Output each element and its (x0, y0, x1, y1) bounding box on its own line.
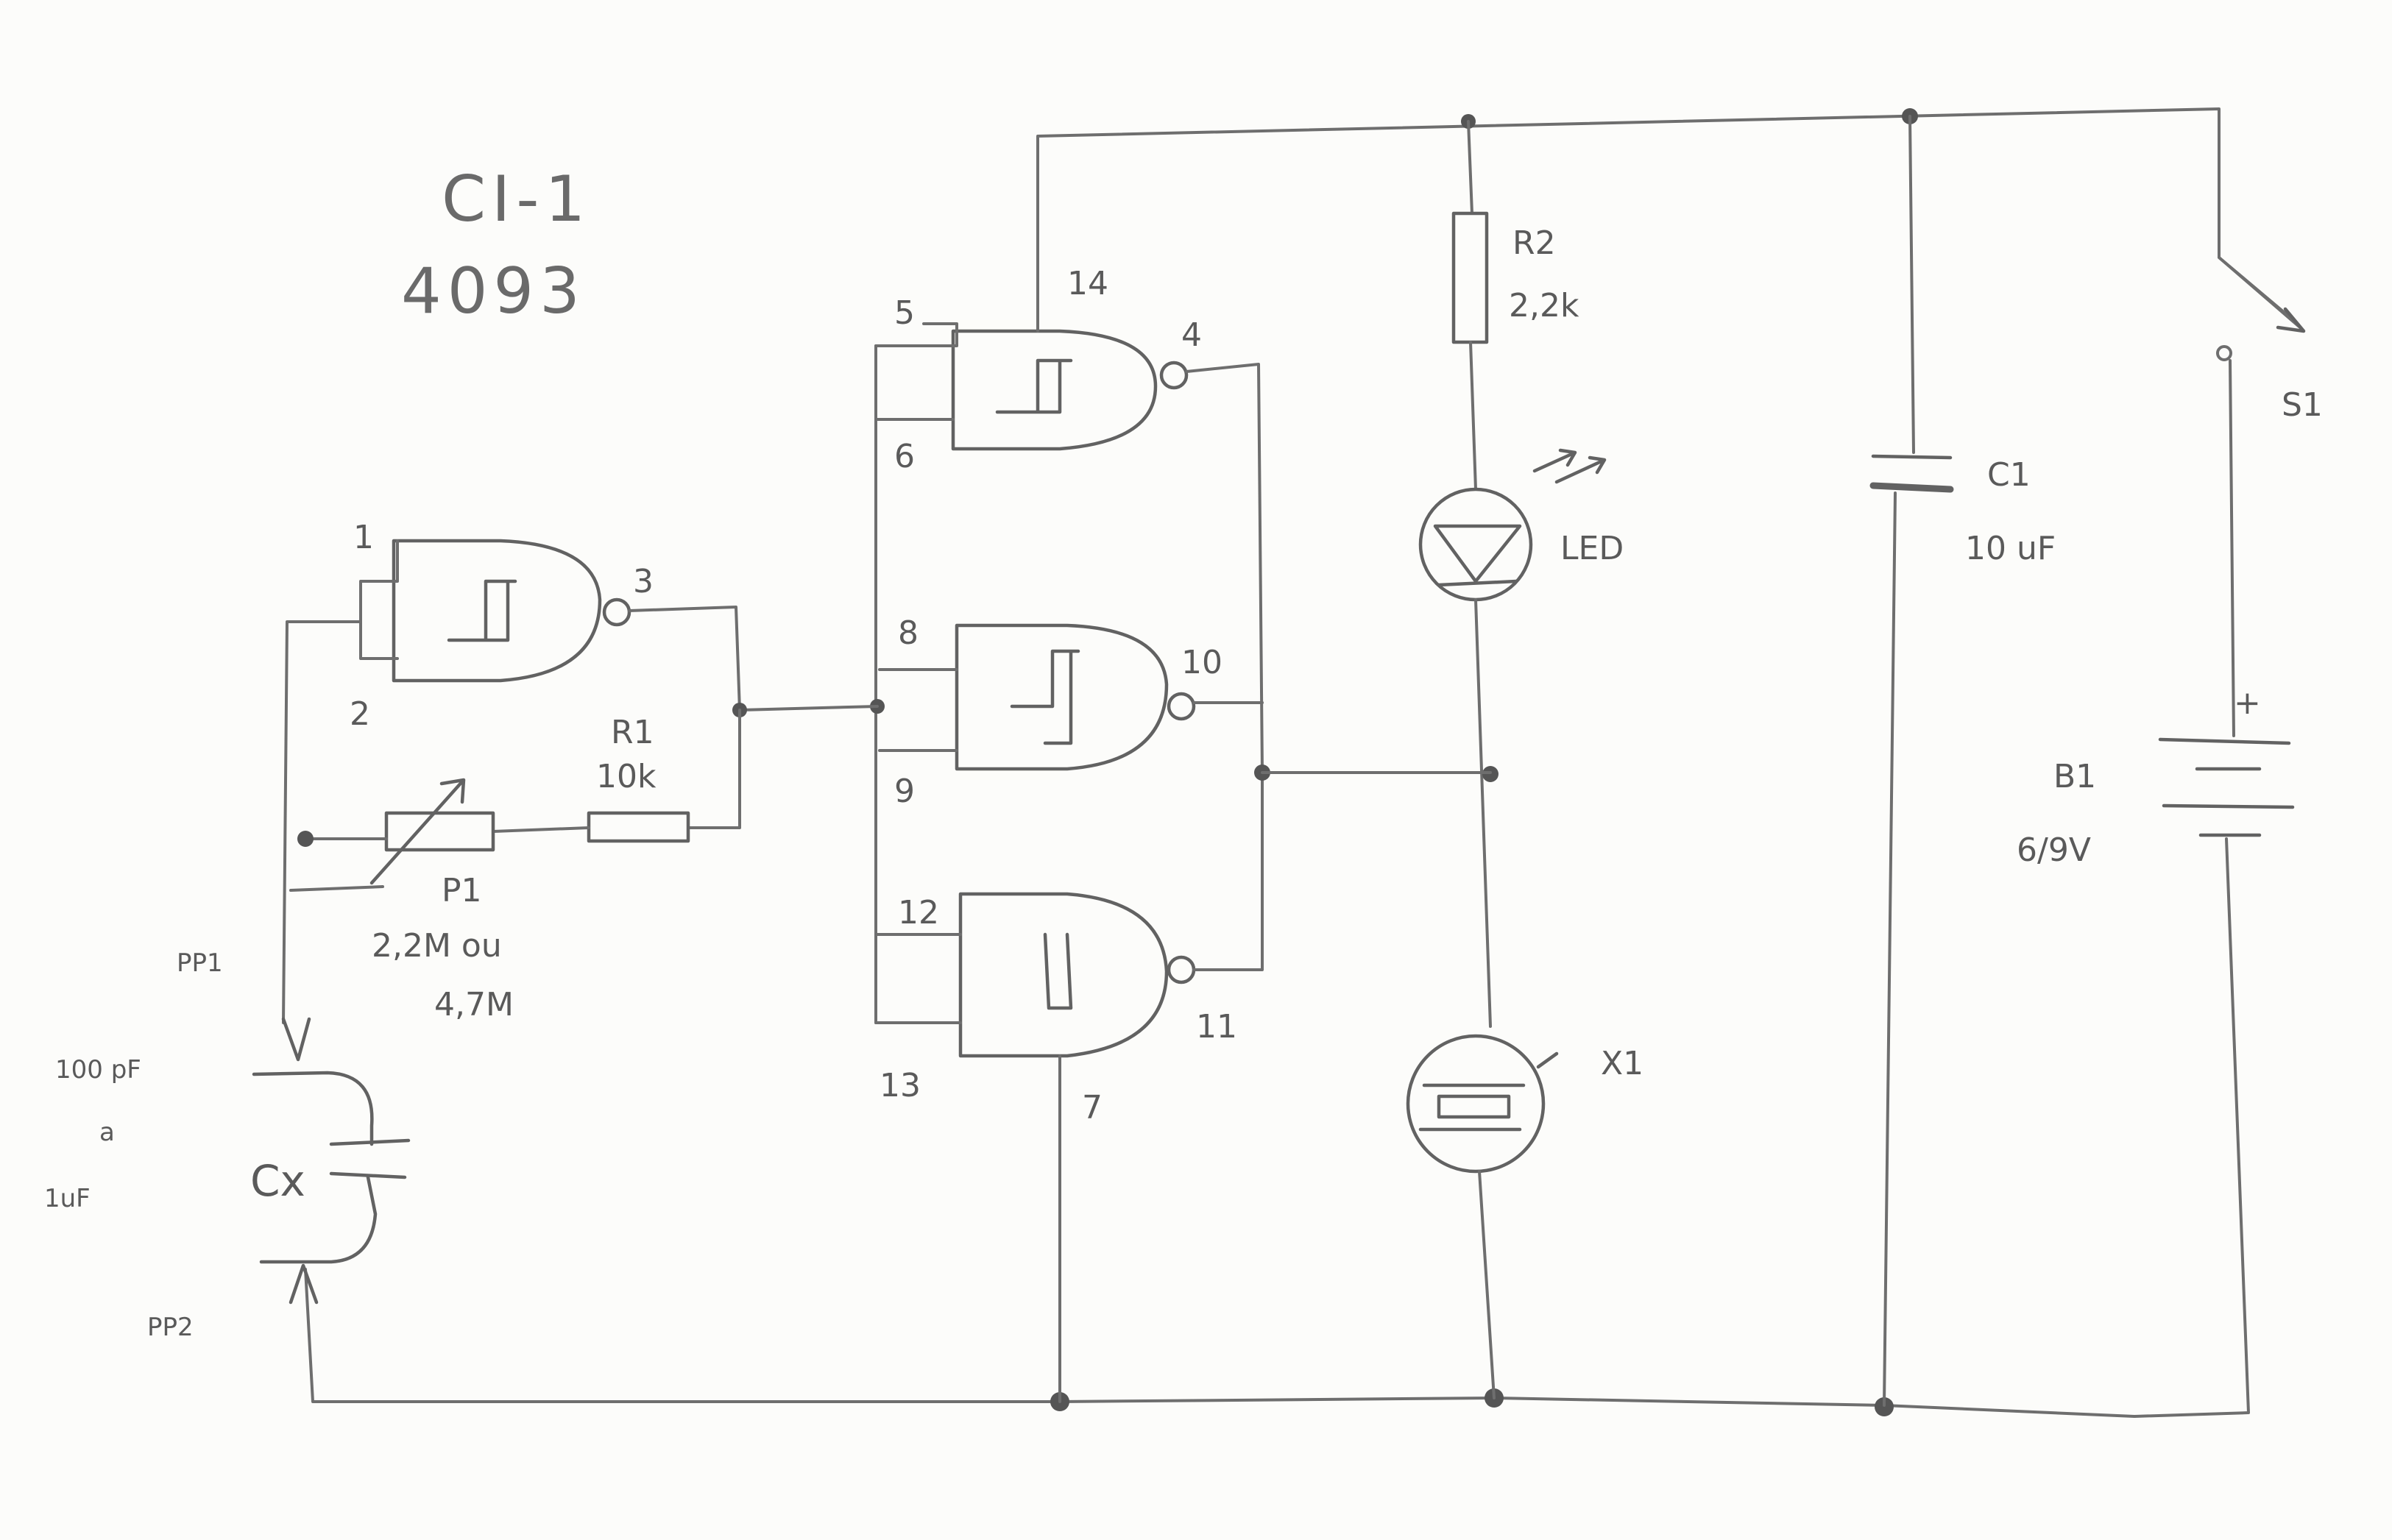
gate-11-body (958, 892, 1169, 1058)
pin-9-label: 9 (894, 773, 915, 810)
pin-2-label: 2 (350, 695, 370, 733)
led-label: LED (1560, 530, 1624, 567)
c1-value: 10 uF (1965, 530, 2056, 567)
pin-3-label: 3 (633, 563, 654, 600)
x1-label: X1 (1601, 1045, 1643, 1082)
gate-4-output (1185, 363, 1264, 774)
pin-4-label: 4 (1181, 316, 1202, 354)
pin-14-label: 14 (1067, 265, 1108, 302)
cx-plate-top (252, 1071, 374, 1146)
led-x1-wire (1474, 598, 1492, 1028)
gate-3-bubble (602, 597, 631, 627)
ground-rail-bottom (304, 1268, 2136, 1418)
junction-p1-left (297, 831, 314, 847)
cx-range-line3: 1uF (44, 1184, 91, 1213)
gate-11-schmitt (1043, 932, 1073, 1010)
r2-led-wire (1469, 341, 1477, 491)
b1-plus-sign: + (2234, 684, 2261, 722)
switch-s1-blade (2218, 256, 2301, 329)
pin-12-label: 12 (898, 894, 939, 932)
pin-6-label: 6 (894, 438, 915, 475)
supply-rail-top (1036, 107, 2290, 318)
gate-10-schmitt (1010, 649, 1080, 745)
c1-wire-bottom (1883, 492, 1897, 1407)
x1-crystal-body (1437, 1094, 1511, 1119)
p1-pot-body (384, 811, 495, 852)
c1-label: C1 (1987, 456, 2031, 494)
pin-5-label: 5 (894, 294, 915, 332)
pin-1-label: 1 (353, 519, 374, 556)
cx-label: Cx (250, 1156, 305, 1206)
junction-gnd-c1 (1875, 1397, 1894, 1416)
ic-part-number: 4093 (401, 255, 586, 328)
r2-wire-top (1467, 120, 1473, 215)
switch-s1-arrow (2276, 307, 2306, 333)
r1-wire-right (687, 709, 741, 829)
gate-3-feedback-top (282, 620, 362, 1024)
cx-range-line2: a (99, 1118, 115, 1147)
p1-value-line2: 4,7M (434, 986, 514, 1023)
gate-11-output (1192, 771, 1264, 971)
p1-label: P1 (442, 872, 482, 909)
cx-plate-2 (329, 1171, 407, 1179)
pin-7-label: 7 (1082, 1089, 1103, 1126)
cx-range-line1: 100 pF (55, 1055, 141, 1085)
led-light-arrow-2 (1554, 455, 1607, 484)
s1-label: S1 (2282, 386, 2323, 424)
gate-3-output (628, 606, 879, 712)
gate-10-body (955, 623, 1169, 771)
battery-wire-top (2229, 359, 2235, 737)
p1-value-line1: 2,2M ou (372, 927, 502, 965)
b1-value: 6/9V (2017, 831, 2091, 869)
c1-wire-top (1908, 115, 1915, 454)
gate-3-body (392, 539, 602, 683)
gate-4-bubble (1159, 361, 1189, 390)
battery-plate-1 (2158, 737, 2291, 745)
pp1-label: PP1 (177, 948, 223, 978)
r1-resistor-body (587, 811, 690, 843)
gate-4-schmitt (995, 358, 1073, 414)
led-bar (1437, 579, 1518, 587)
x1-circle (1406, 1034, 1546, 1174)
r2-value: 2,2k (1509, 287, 1579, 324)
r2-label: R2 (1512, 224, 1556, 262)
led-light-arrow-1 (1532, 448, 1577, 473)
switch-s1-contact (2216, 345, 2232, 361)
ic-label: CI-1 (442, 163, 591, 236)
gate-11-bubble (1167, 955, 1196, 984)
p1-wiper-wire (289, 885, 384, 892)
gate-4-input-5 (874, 322, 958, 421)
p1-pot-arrow (369, 778, 466, 885)
x1-lead (1536, 1051, 1559, 1069)
cx-plate-1 (329, 1138, 411, 1146)
battery-wire-bottom (2133, 837, 2250, 1418)
pp2-label: PP2 (147, 1313, 194, 1342)
pin-11-label: 11 (1196, 1008, 1237, 1046)
x1-ground-wire (1478, 1170, 1496, 1399)
r1-value: 10k (596, 758, 657, 795)
p1-wire (492, 826, 590, 833)
pp1-probe-arrow (281, 1017, 311, 1062)
gate-3-input-1 (359, 539, 399, 660)
r1-label: R1 (611, 714, 654, 751)
gate-4-body (951, 329, 1158, 451)
pin-10-label: 10 (1181, 644, 1222, 681)
led-triangle (1433, 524, 1522, 583)
gate-10-bubble (1167, 692, 1196, 721)
battery-plate-3 (2162, 803, 2295, 809)
c1-plate-top (1871, 454, 1953, 460)
pin-8-label: 8 (898, 614, 919, 652)
pin-13-label: 13 (880, 1067, 921, 1104)
pp2-probe-arrow (289, 1263, 319, 1305)
c1-plate-bottom (1869, 482, 1954, 493)
r2-resistor-body (1451, 211, 1489, 344)
b1-label: B1 (2053, 758, 2096, 795)
cx-plate-bottom (259, 1175, 378, 1264)
gate-3-schmitt (447, 579, 517, 642)
